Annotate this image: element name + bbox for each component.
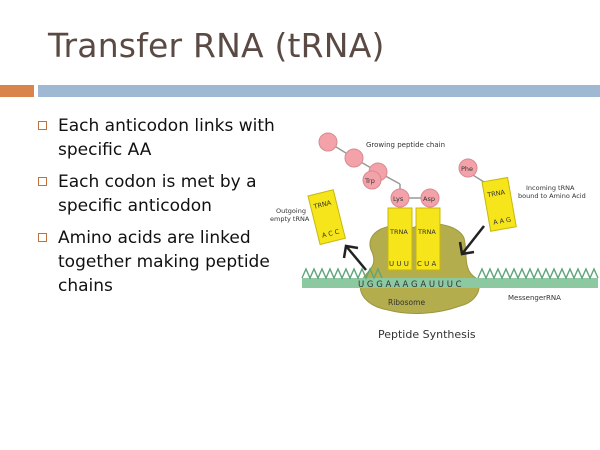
label-trp: Trp [364,177,375,185]
amino-acid-bead [345,149,363,167]
label-lys: Lys [393,195,404,203]
diagram-caption: Peptide Synthesis [378,328,476,341]
anticodon-label: C U A [417,260,436,268]
incoming-trna: TRNA A A G [482,177,516,231]
square-bullet-icon [38,121,47,130]
arrow-outgoing-icon [344,246,366,270]
label-incoming-1: Incoming tRNA [526,184,575,192]
label-outgoing-2: empty tRNA [270,215,310,223]
bullet-list: Each anticodon links with specific AA Ea… [38,114,278,306]
square-bullet-icon [38,177,47,186]
bullet-text: Each codon is met by a specific anticodo… [58,172,257,216]
label-mrna: MessengerRNA [508,294,561,302]
bullet-item: Each anticodon links with specific AA [38,114,278,162]
bullet-item: Amino acids are linked together making p… [38,226,278,298]
peptide-synthesis-diagram: U G G A A A G A U U U C MessengerRNA Rib… [262,120,600,350]
label-ribosome: Ribosome [388,298,425,307]
label-growing-chain: Growing peptide chain [366,141,445,149]
square-bullet-icon [38,233,47,242]
slide-title: Transfer RNA (tRNA) [48,26,385,65]
label-asp: Asp [423,195,435,203]
title-accent-bar-blue [38,85,600,97]
trna-asp: TRNA C U A [416,208,440,270]
bullet-item: Each codon is met by a specific anticodo… [38,170,278,218]
label-incoming-2: bound to Amino Acid [518,192,586,200]
anticodon-label: U U U [389,260,409,268]
mrna-sequence: U G G A A A G A U U U C [358,280,462,290]
label-outgoing-1: Outgoing [276,207,306,215]
bullet-text: Amino acids are linked together making p… [58,228,270,296]
trna-label: TRNA [389,228,408,236]
amino-acid-bead [319,133,337,151]
trna-lys: TRNA U U U [388,208,412,270]
label-phe: Phe [461,165,473,173]
outgoing-trna: TRNA A C C [308,190,345,245]
bullet-text: Each anticodon links with specific AA [58,116,275,160]
trna-label: TRNA [417,228,436,236]
title-accent-bar-orange [0,85,34,97]
